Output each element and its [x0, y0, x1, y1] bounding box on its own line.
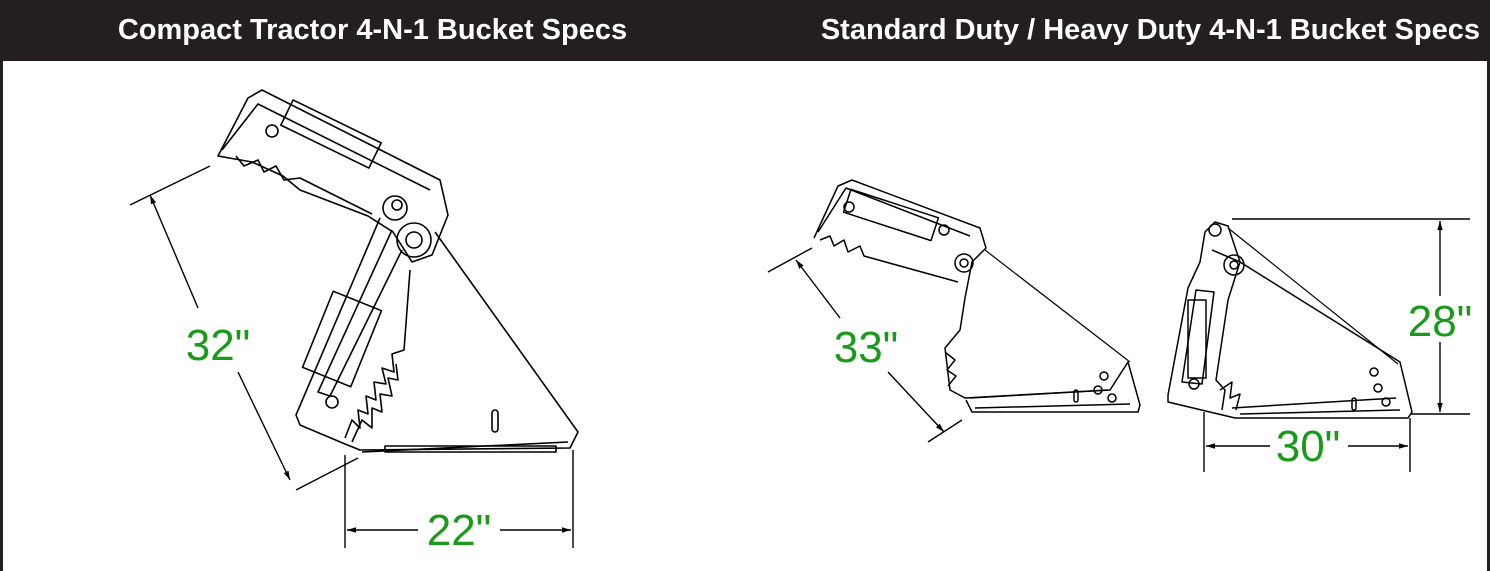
header-bar: Compact Tractor 4-N-1 Bucket Specs Stand…: [0, 0, 1490, 61]
heavy-bucket-drawing: [1167, 221, 1413, 419]
compact-dimension-lines: [129, 165, 574, 548]
standard-opening-label: 33": [834, 323, 899, 372]
heavy-height-label: 28": [1408, 297, 1473, 346]
compact-width-label: 22": [427, 506, 492, 555]
standard-dimension-lines: [767, 247, 963, 443]
compact-bucket-drawing: [217, 89, 579, 453]
standard-heavy-section-title: Standard Duty / Heavy Duty 4-N-1 Bucket …: [820, 14, 1480, 46]
heavy-width-label: 30": [1276, 422, 1341, 471]
standard-bucket-drawing: [813, 179, 1141, 413]
heavy-dimension-lines: [1203, 218, 1470, 472]
content-border: [0, 61, 1490, 571]
compact-height-label: 32": [186, 321, 251, 370]
compact-section-title: Compact Tractor 4-N-1 Bucket Specs: [117, 14, 628, 46]
